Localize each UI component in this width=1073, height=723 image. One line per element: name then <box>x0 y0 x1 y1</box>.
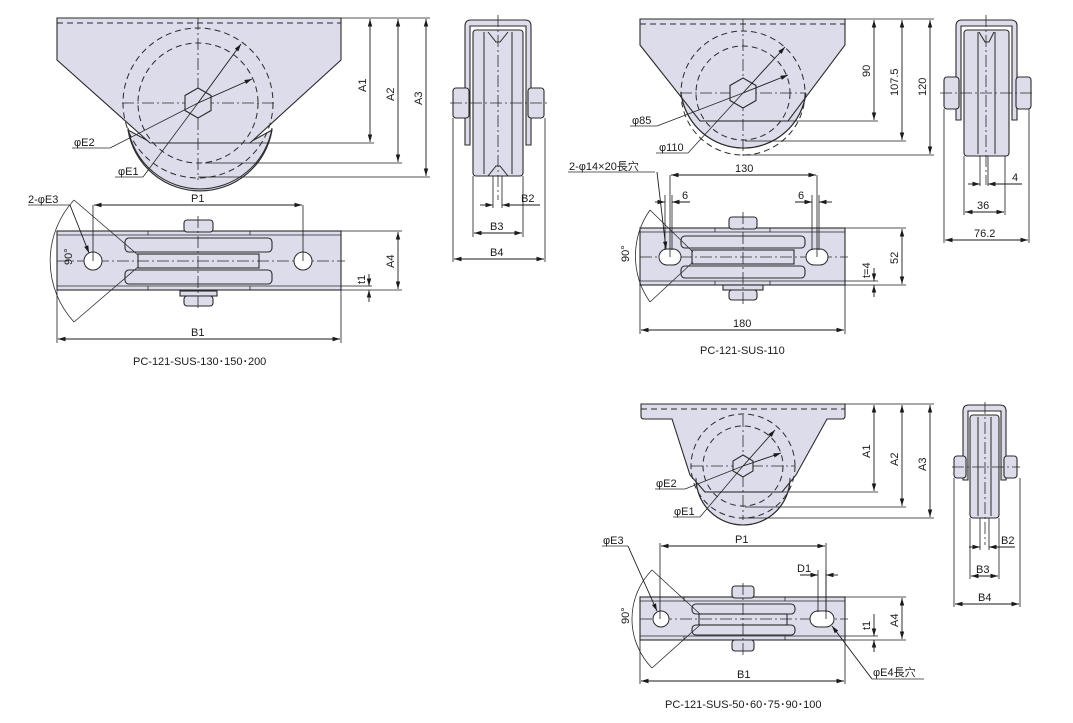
plan-dim-d1: D1 <box>797 563 811 575</box>
dim-a3: A3 <box>917 458 929 471</box>
side-dim-b4: B4 <box>490 247 503 259</box>
axle-head-top <box>183 219 214 233</box>
dim-e2: φE2 <box>656 478 677 490</box>
plan-dim-angle: 90° <box>620 245 632 262</box>
dim-e2: φ85 <box>632 115 651 127</box>
side-dim-b2: B2 <box>521 193 534 205</box>
drawing-1-side-view: B2 B3 B4 <box>450 15 548 262</box>
side-dim-b2: 4 <box>1012 172 1018 184</box>
dim-a1: A1 <box>861 445 873 458</box>
drawing-3-side-view: B2 B3 B4 <box>952 402 1021 607</box>
drawing-1-caption: PC-121-SUS-130･150･200 <box>133 356 266 368</box>
mount-slot-right <box>809 610 835 628</box>
drawing-3-front-view: φE2 φE1 A1 A2 A3 <box>640 403 934 526</box>
plan-dim-d1-right: 6 <box>798 190 804 202</box>
dim-a1: 90 <box>861 65 873 77</box>
side-dim-b4: 76.2 <box>974 228 995 240</box>
plan-dim-p1: 130 <box>735 163 753 175</box>
side-dim-b2: B2 <box>1001 535 1014 547</box>
dim-e2: φE2 <box>74 137 95 149</box>
wheel-bottom-flange <box>124 269 273 285</box>
plan-dim-angle: 90° <box>620 607 632 624</box>
axle-washer-bottom <box>179 290 218 297</box>
plan-dim-slot: 2-φ14×20長穴 <box>569 159 639 173</box>
plan-dim-d1-left: 6 <box>682 190 688 202</box>
bracket-u <box>955 19 1018 121</box>
side-dim-b3: 36 <box>977 200 989 212</box>
drawing-2-side-view: 4 36 76.2 <box>940 15 1035 243</box>
plan-dim-e3: 2-φE3 <box>28 194 58 206</box>
bracket-u <box>464 19 532 146</box>
wheel-top-flange <box>124 237 273 253</box>
dim-a1: A1 <box>357 79 369 92</box>
drawing-2-plan-view: 90° 2-φ14×20長穴 130 6 6 52 t=4 18 <box>568 159 906 357</box>
side-dim-b3: B3 <box>490 221 503 233</box>
plan-dim-e4: φE4長穴 <box>873 665 916 679</box>
dim-e1: φE1 <box>674 506 695 518</box>
drawing-3-plan-view: 90° φE3 P1 D1 A4 t1 B1 φE4長穴 PC-121-SU <box>602 534 924 711</box>
wheel-top-flange <box>691 603 796 615</box>
plan-dim-a4: A4 <box>889 614 901 627</box>
plan-dim-b1: B1 <box>737 669 750 681</box>
wheel-side <box>969 414 1000 519</box>
plan-dim-t1: t=4 <box>861 262 873 278</box>
plan-dim-e3: φE3 <box>603 535 624 547</box>
drawing-1-front-view: φE2 φE1 A1 A2 A3 <box>56 17 430 192</box>
side-dim-b4: B4 <box>978 592 991 604</box>
drawing-2-caption: PC-121-SUS-110 <box>700 345 785 357</box>
plan-dim-a4: 52 <box>889 252 901 264</box>
dim-e1: φ110 <box>659 142 684 154</box>
axle-nut-bottom <box>183 295 214 307</box>
plan-dim-angle: 90° <box>63 248 75 265</box>
dim-a3: 120 <box>917 78 929 96</box>
dim-a3: A3 <box>413 92 425 105</box>
wheel-bottom-flange <box>691 624 796 636</box>
plan-dim-t1: t1 <box>356 275 368 284</box>
dim-a2: A2 <box>385 88 397 101</box>
bracket-u <box>962 404 1007 481</box>
plan-dim-b1: B1 <box>191 327 204 339</box>
drawing-1-plan-view: 90° 2-φE3 P1 A4 t1 B1 PC-121-SUS-130･150… <box>28 193 402 368</box>
dim-e1: φE1 <box>118 166 139 178</box>
plan-dim-t1: t1 <box>861 621 873 630</box>
plan-dim-p1: P1 <box>735 534 748 546</box>
dim-a2: A2 <box>889 453 901 466</box>
dim-a2: 107.5 <box>889 68 901 96</box>
side-dim-b3: B3 <box>976 564 989 576</box>
plan-dim-a4: A4 <box>385 255 397 268</box>
mount-hole-left <box>652 610 670 628</box>
bracket-body <box>56 17 342 144</box>
plan-dim-b1: 180 <box>733 318 751 330</box>
plan-dim-p1: P1 <box>191 193 204 205</box>
wheel <box>127 128 273 192</box>
drawing-3-caption: PC-121-SUS-50･60･75･90･100 <box>665 699 822 711</box>
drawing-2-front-view: φ85 φ110 90 107.5 120 <box>630 18 934 156</box>
